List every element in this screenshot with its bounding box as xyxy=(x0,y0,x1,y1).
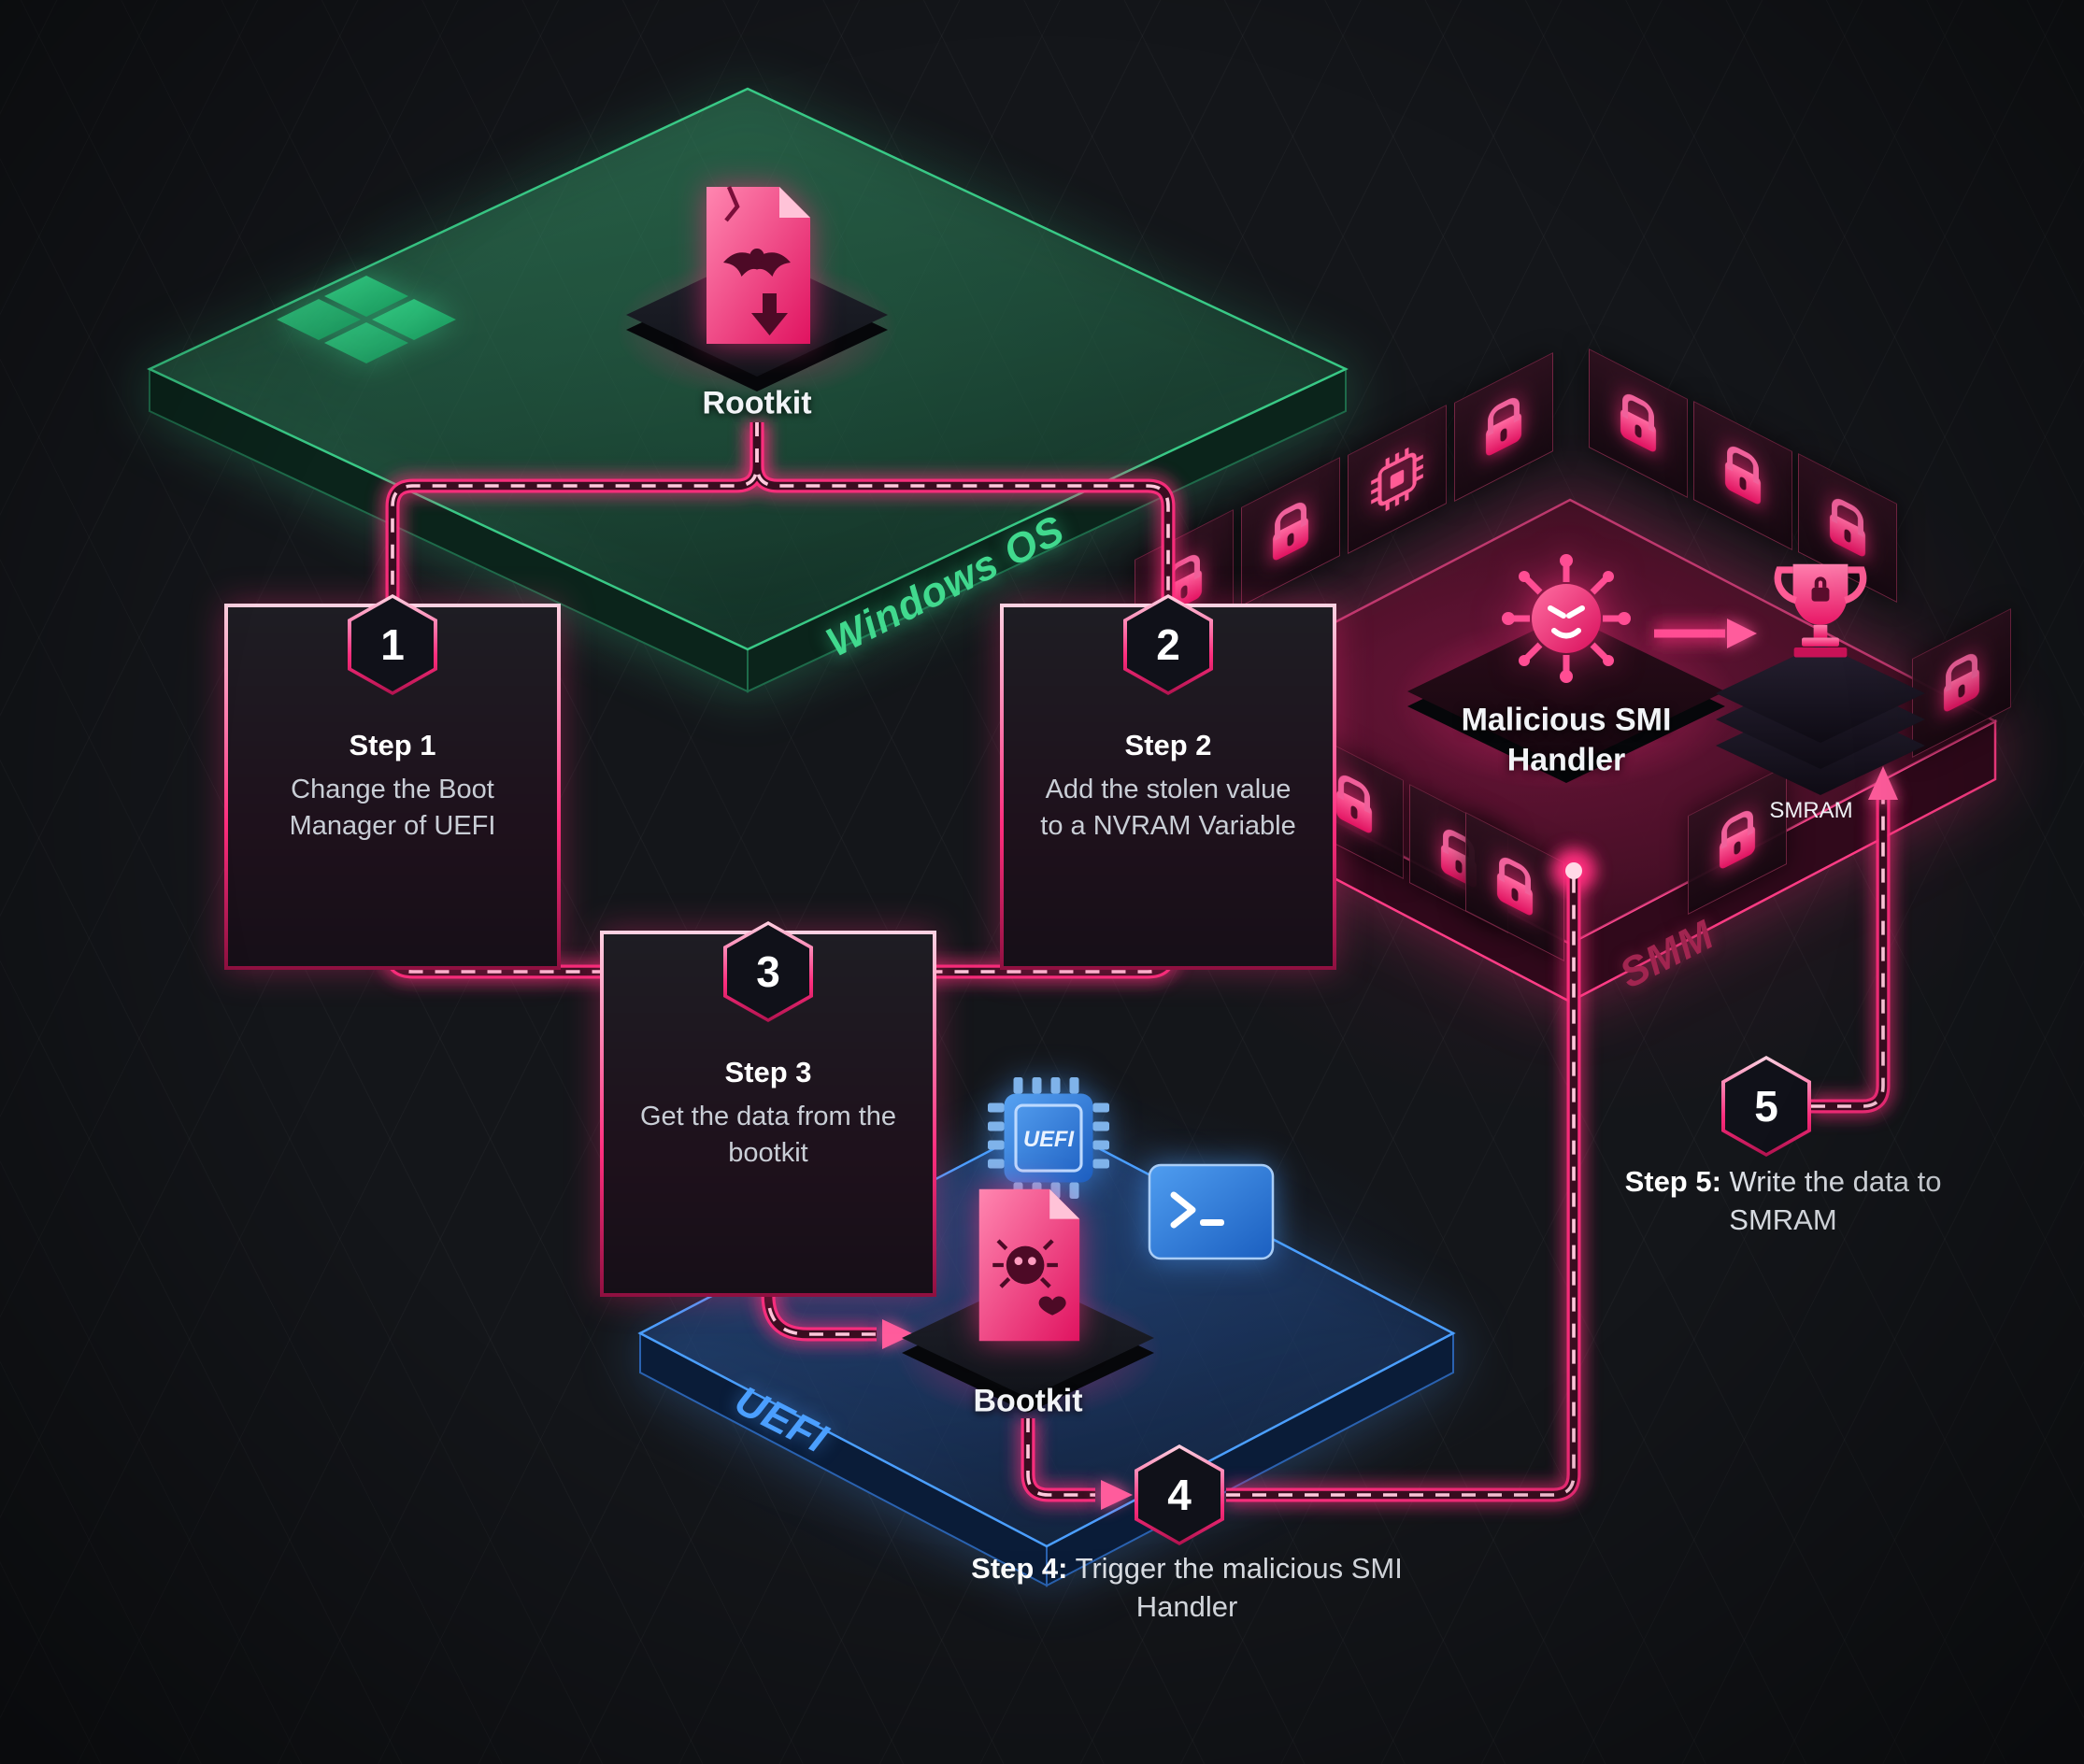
windows-logo-icon xyxy=(277,276,456,363)
smi-handler-label: Malicious SMI Handler xyxy=(1461,702,1672,778)
rootkit-file-icon xyxy=(707,186,810,344)
step-3-title: Step 3 xyxy=(724,1055,812,1088)
step-3-text: Get the data from the bootkit xyxy=(639,1101,897,1168)
trophy-icon xyxy=(1774,563,1867,658)
step-1-text: Change the Boot Manager of UEFI xyxy=(289,774,496,841)
bootkit-file-icon xyxy=(978,1188,1080,1342)
lock-icon xyxy=(1273,516,1308,562)
step-2-number: 2 xyxy=(1127,598,1209,691)
lock-icon xyxy=(1497,871,1533,918)
step-5-caption: Step 5: Write the data to SMRAM xyxy=(1587,1163,1979,1240)
virus-icon xyxy=(1502,554,1631,683)
smram-label: SMRAM xyxy=(1769,798,1853,823)
lock-icon xyxy=(1620,407,1656,454)
step-2-text: Add the stolen value to a NVRAM Variable xyxy=(1040,774,1296,841)
uefi-chip-label: UEFI xyxy=(1023,1127,1075,1152)
step-5-caption-bold: Step 5: xyxy=(1624,1165,1721,1199)
step-1-title: Step 1 xyxy=(349,728,436,761)
bootkit-label: Bootkit xyxy=(973,1383,1083,1419)
step-4-number: 4 xyxy=(1138,1448,1220,1542)
lock-icon xyxy=(1336,789,1372,835)
lock-icon xyxy=(1944,667,1979,714)
step-1-number: 1 xyxy=(351,598,434,691)
rootkit-label: Rootkit xyxy=(702,385,812,421)
lock-icon xyxy=(1725,460,1761,506)
chip-icon xyxy=(1371,447,1423,512)
step-3-number: 3 xyxy=(727,925,809,1018)
lock-icon xyxy=(1486,411,1521,458)
step-4-caption-bold: Step 4: xyxy=(971,1552,1068,1586)
step-2-title: Step 2 xyxy=(1124,728,1212,761)
step-5-number: 5 xyxy=(1725,1060,1807,1153)
terminal-icon xyxy=(1148,1163,1275,1260)
step-4-caption-text: Trigger the malicious SMI Handler xyxy=(1075,1552,1403,1623)
lock-icon xyxy=(1720,824,1755,871)
step-5-caption-text: Write the data to SMRAM xyxy=(1729,1165,1942,1236)
step-4-caption: Step 4: Trigger the malicious SMI Handle… xyxy=(967,1550,1406,1627)
